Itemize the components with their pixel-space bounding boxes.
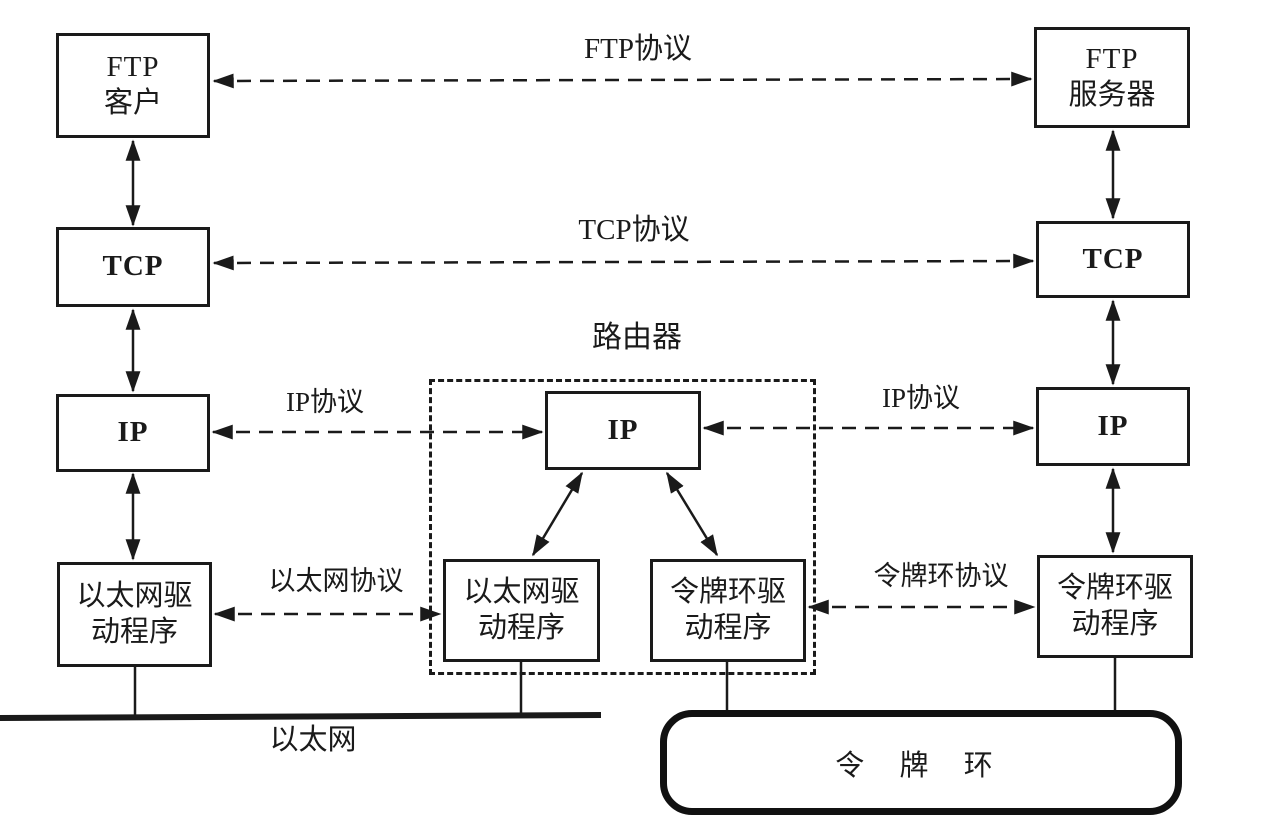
tcp-left-box: TCP xyxy=(56,227,210,307)
token-ring-protocol-label: 令牌环协议 xyxy=(873,561,1009,591)
ip-left-box: IP xyxy=(56,394,210,472)
token-driver-right-box: 令牌环驱 动程序 xyxy=(1037,555,1193,658)
ftp-protocol-label: FTP协议 xyxy=(584,33,692,65)
router-ip-label: IP xyxy=(607,413,639,446)
ip-right-label: IP xyxy=(1097,409,1129,442)
router-token-driver-box: 令牌环驱 动程序 xyxy=(650,559,806,662)
ip-right-box: IP xyxy=(1036,387,1190,466)
token-ring-network-label: 令 牌 环 xyxy=(835,749,1007,782)
tcp-right-box: TCP xyxy=(1036,221,1190,298)
token-ring-network: 令 牌 环 xyxy=(660,710,1182,815)
ethernet-driver-left-line2: 动程序 xyxy=(90,615,178,648)
ethernet-bus-line xyxy=(0,712,602,721)
tcp-protocol-arrow xyxy=(212,253,1035,271)
ftp-server-line1: FTP xyxy=(1085,43,1139,76)
router-title: 路由器 xyxy=(592,321,682,354)
router-ip-token-driver-arrow xyxy=(665,471,719,557)
ftp-protocol-arrow xyxy=(212,71,1033,89)
ethernet-protocol-label: 以太网协议 xyxy=(268,566,404,596)
router-ethernet-driver-box: 以太网驱 动程序 xyxy=(443,559,600,662)
ethernet-driver-left-box: 以太网驱 动程序 xyxy=(57,562,212,667)
router-token-driver-line1: 令牌环驱 xyxy=(669,576,786,609)
ip-protocol-label-left: IP协议 xyxy=(285,387,365,417)
token-driver-right-line2: 动程序 xyxy=(1071,607,1159,640)
ftp-client-box: FTP 客户 xyxy=(56,33,210,138)
ftp-client-line2: 客户 xyxy=(103,86,162,119)
ftp-client-line1: FTP xyxy=(106,51,160,84)
ethernet-driver-left-line1: 以太网驱 xyxy=(76,580,193,613)
tcp-protocol-label: TCP协议 xyxy=(578,214,690,246)
router-ip-eth-driver-arrow xyxy=(531,471,584,557)
ftp-server-line2: 服务器 xyxy=(1068,78,1156,111)
ethernet-network-label: 以太网 xyxy=(269,724,357,756)
ip-left-label: IP xyxy=(117,416,149,449)
tcp-right-label: TCP xyxy=(1082,242,1144,275)
ftp-server-box: FTP 服务器 xyxy=(1034,27,1190,128)
router-ip-box: IP xyxy=(545,391,701,470)
router-dashed-boundary xyxy=(429,379,816,675)
router-ethernet-driver-line1: 以太网驱 xyxy=(463,576,580,609)
ip-protocol-label-right: IP协议 xyxy=(881,383,961,413)
tcp-left-label: TCP xyxy=(102,250,164,283)
router-ethernet-driver-line2: 动程序 xyxy=(477,611,565,644)
token-driver-right-line1: 令牌环驱 xyxy=(1056,572,1173,605)
router-token-driver-line2: 动程序 xyxy=(684,611,772,644)
